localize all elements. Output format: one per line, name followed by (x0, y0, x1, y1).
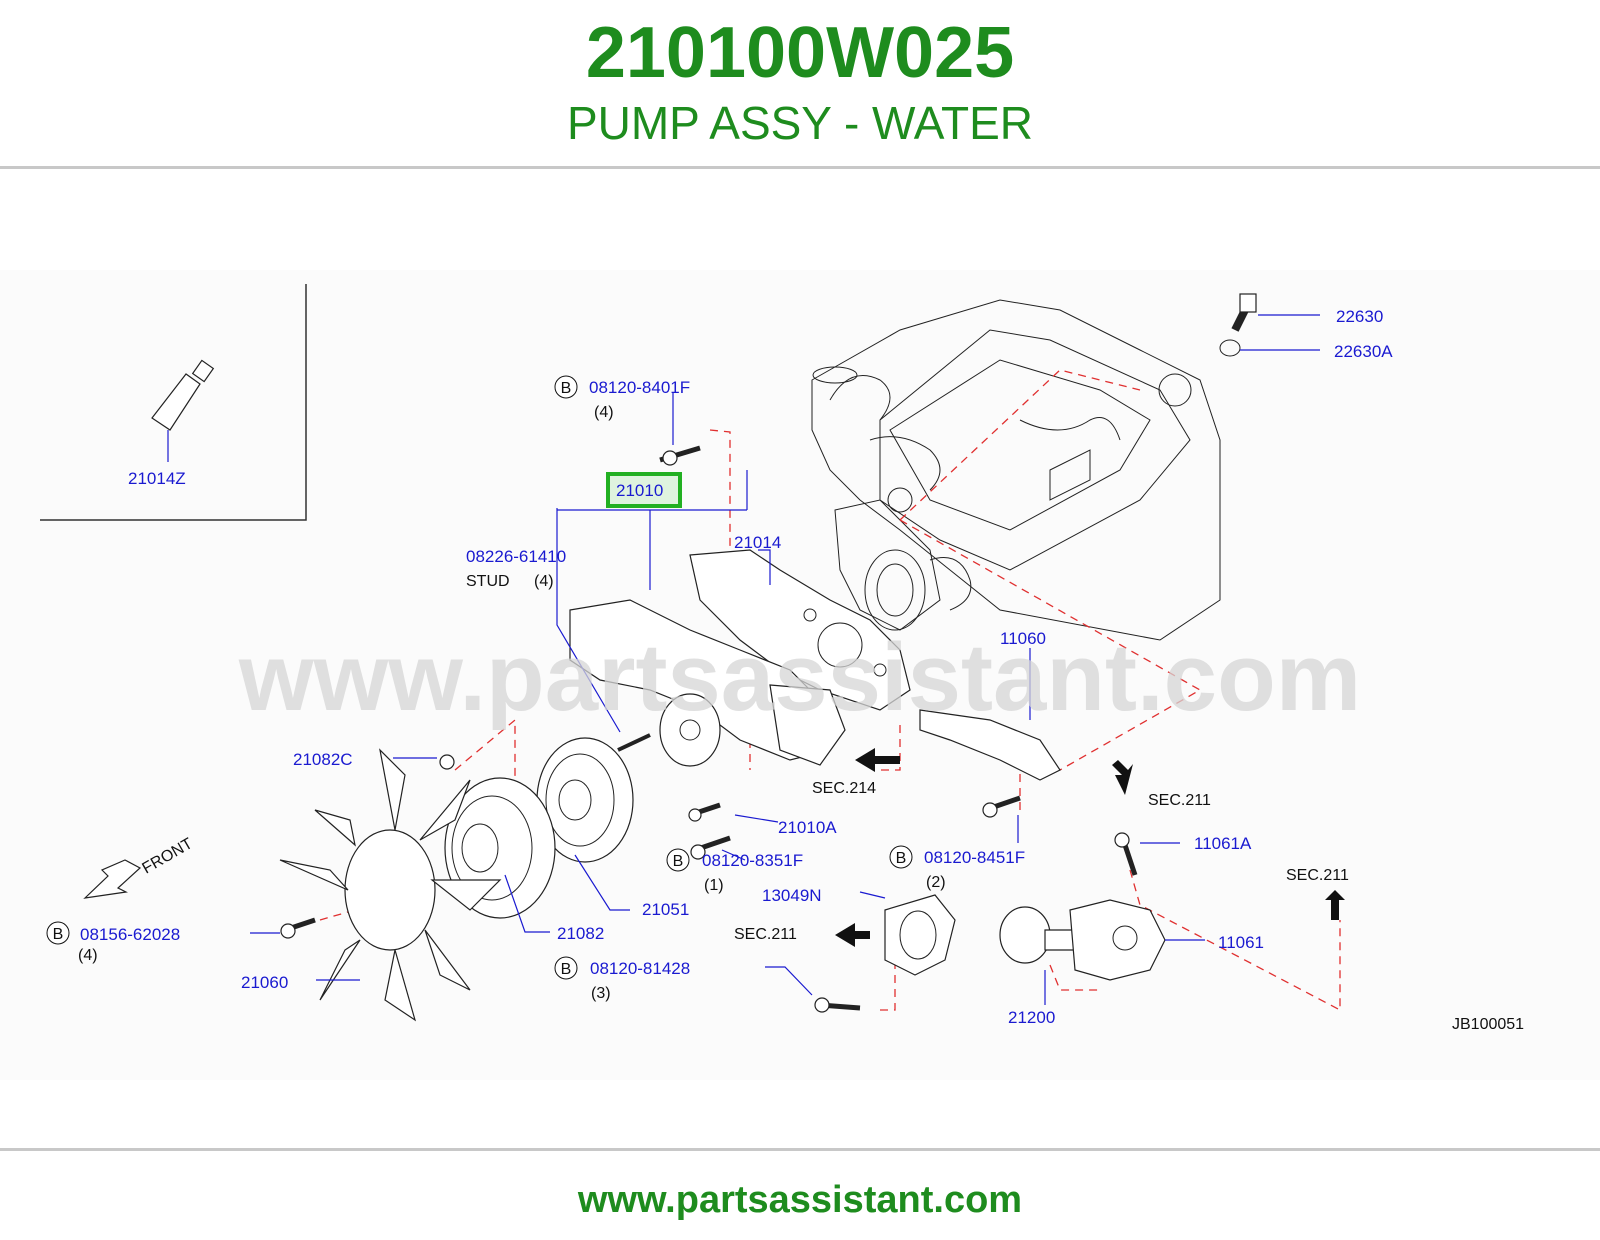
part-label-21010A[interactable]: 21010A (778, 818, 837, 837)
thermostat-housing-11061 (1069, 899, 1166, 981)
part-label-08226-61410[interactable]: 08226-61410 (466, 547, 566, 566)
sec-211-label: SEC.211 (1286, 867, 1349, 884)
part-leader-lines (250, 314, 1320, 1005)
part-label-08120-8351F[interactable]: 08120-8351F (702, 851, 803, 870)
watermark: www.partsassistant.com (238, 624, 1361, 731)
engine-block-outline (811, 299, 1221, 641)
part-label-11061A[interactable]: 11061A (1194, 834, 1252, 853)
inset-frame (40, 284, 307, 521)
footer-divider (0, 1148, 1600, 1151)
part-label-22630A[interactable]: 22630A (1334, 342, 1393, 361)
diagram-code: JB100051 (1452, 1016, 1524, 1033)
b-marker-text: B (53, 926, 64, 943)
header-divider (0, 166, 1600, 169)
parts-diagram: B B B B B 21014Z 08120-8401F (4) 21010 2… (0, 270, 1600, 1080)
thermostat-21200 (999, 906, 1076, 964)
part-label-21082[interactable]: 21082 (557, 924, 604, 943)
part-label-08120-8451F[interactable]: 08120-8451F (924, 848, 1025, 867)
part-label-21014Z[interactable]: 21014Z (128, 469, 186, 488)
sec-211-label: SEC.211 (734, 926, 797, 943)
part-label-11060[interactable]: 11060 (1000, 629, 1046, 648)
front-arrow-icon (83, 859, 142, 899)
sealant-tube-icon (151, 359, 215, 462)
quantity-label: (3) (591, 985, 611, 1002)
part-label-21051[interactable]: 21051 (642, 900, 689, 919)
b-marker-text: B (673, 853, 684, 870)
quantity-label: (1) (704, 877, 724, 894)
part-label-08120-8401F[interactable]: 08120-8401F (589, 378, 690, 397)
stud-label: STUD (466, 573, 510, 590)
b-marker-text: B (561, 380, 572, 397)
part-label-08120-81428[interactable]: 08120-81428 (590, 959, 690, 978)
water-pump-assembly (569, 549, 911, 767)
sec-214-label: SEC.214 (812, 780, 876, 797)
part-label-21010[interactable]: 21010 (616, 481, 663, 500)
quantity-label: (4) (78, 947, 98, 964)
part-label-21060[interactable]: 21060 (241, 973, 288, 992)
highlight-box-21010[interactable] (606, 472, 682, 508)
part-label-21082C[interactable]: 21082C (293, 750, 353, 769)
exploded-view-svg: B B B B B 21014Z 08120-8401F (4) 21010 2… (0, 270, 1600, 1080)
quantity-label: (4) (594, 404, 614, 421)
sec-211-label: SEC.211 (1148, 792, 1211, 809)
cooling-fan-21060 (279, 748, 502, 1022)
footer-url[interactable]: www.partsassistant.com (577, 1179, 1023, 1221)
quantity-label: (4) (534, 573, 554, 590)
part-label-08156-62028[interactable]: 08156-62028 (80, 925, 180, 944)
b-marker-text: B (561, 961, 572, 978)
part-label-21200[interactable]: 21200 (1008, 1008, 1055, 1027)
part-label-22630[interactable]: 22630 (1336, 307, 1383, 326)
b-marker-text: B (896, 850, 907, 867)
part-label-21014[interactable]: 21014 (734, 533, 781, 552)
quantity-label: (2) (926, 874, 946, 891)
sec-arrows (835, 748, 1345, 947)
part-number-title: 210100W025 (585, 13, 1015, 93)
bolt-icons (280, 293, 1257, 1013)
b-markers (46, 375, 913, 980)
part-label-13049N[interactable]: 13049N (762, 886, 822, 905)
gasket-13049N (884, 894, 956, 976)
part-label-11061[interactable]: 11061 (1218, 933, 1264, 952)
water-outlet-11060 (919, 709, 1061, 781)
part-name-subtitle: PUMP ASSY - WATER (566, 97, 1034, 149)
